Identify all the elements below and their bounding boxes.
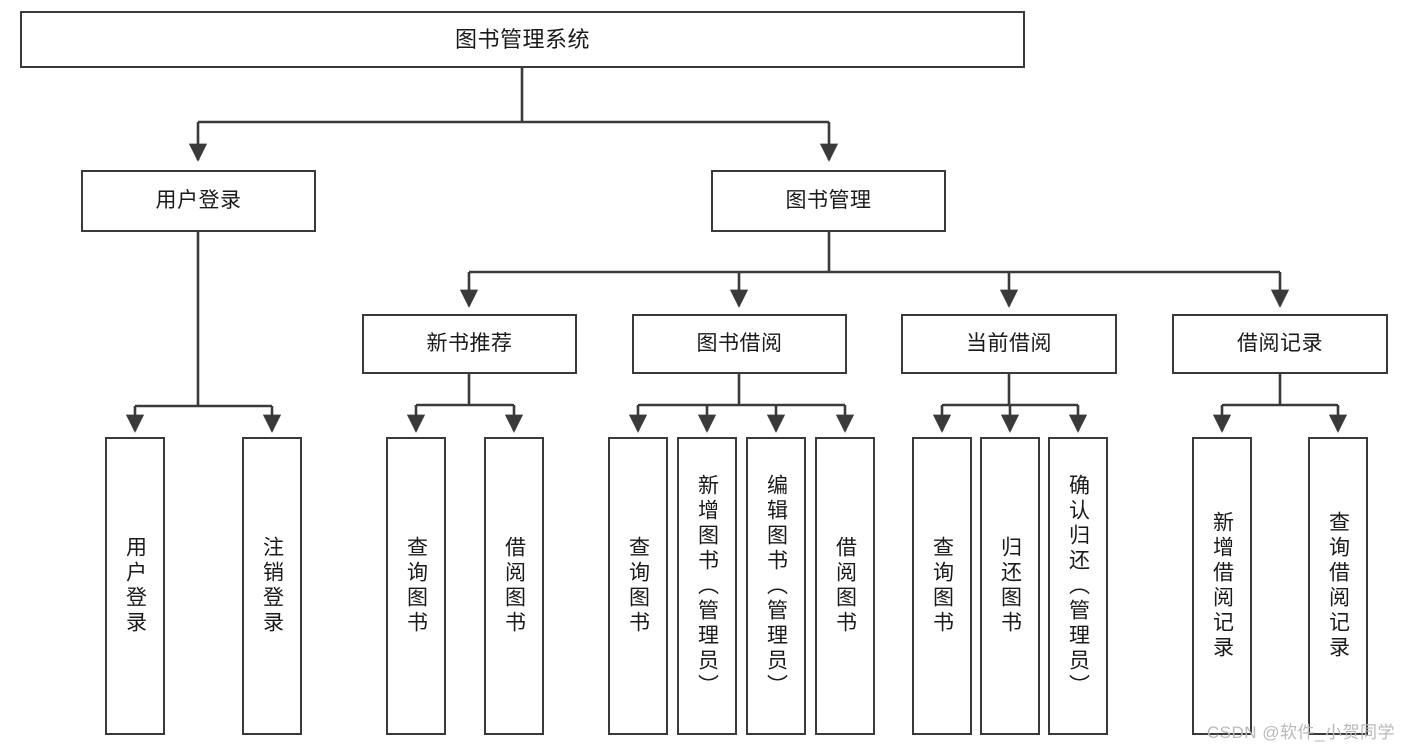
leaf-current-borrow-return-book[interactable]: 归还图书 [980,437,1040,735]
node-root-book-management-system[interactable]: 图书管理系统 [20,11,1025,68]
leaf-book-borrow-add-book-admin[interactable]: 新增图书（管理员） [677,437,737,735]
watermark-text: CSDN @软件_小贺同学 [1206,723,1395,742]
node-label: 归还图书 [998,536,1022,636]
node-borrowing-record[interactable]: 借阅记录 [1172,314,1388,374]
node-label: 用户登录 [123,536,147,636]
leaf-user-login-login[interactable]: 用户登录 [105,437,165,735]
leaf-borrow-record-add-record[interactable]: 新增借阅记录 [1192,437,1252,735]
node-label: 查询借阅记录 [1326,511,1350,661]
node-label: 图书管理系统 [454,26,590,52]
node-book-borrowing[interactable]: 图书借阅 [632,314,847,374]
node-current-borrowing[interactable]: 当前借阅 [901,314,1117,374]
leaf-new-book-borrow-book[interactable]: 借阅图书 [484,437,544,735]
node-label: 借阅图书 [833,536,857,636]
node-label: 查询图书 [404,536,428,636]
node-new-book-recommendation[interactable]: 新书推荐 [362,314,577,374]
leaf-user-login-logout[interactable]: 注销登录 [242,437,302,735]
node-label: 新增借阅记录 [1210,511,1234,661]
leaf-book-borrow-query-book[interactable]: 查询图书 [608,437,668,735]
node-label: 借阅记录 [1237,331,1323,355]
node-user-login[interactable]: 用户登录 [81,170,316,232]
node-label: 注销登录 [260,536,284,636]
node-label: 图书借阅 [696,331,783,355]
node-label: 当前借阅 [966,331,1052,355]
node-label: 确认归还（管理员） [1066,473,1090,699]
node-label: 查询图书 [930,536,954,636]
leaf-book-borrow-borrow-book[interactable]: 借阅图书 [815,437,875,735]
node-book-management[interactable]: 图书管理 [711,170,946,232]
leaf-current-borrow-query-book[interactable]: 查询图书 [912,437,972,735]
leaf-current-borrow-confirm-return-admin[interactable]: 确认归还（管理员） [1048,437,1108,735]
node-label: 新书推荐 [426,331,513,355]
node-label: 图书管理 [785,188,872,212]
node-label: 编辑图书（管理员） [764,473,788,699]
leaf-book-borrow-edit-book-admin[interactable]: 编辑图书（管理员） [746,437,806,735]
leaf-borrow-record-query-record[interactable]: 查询借阅记录 [1308,437,1368,735]
node-label: 借阅图书 [502,536,526,636]
node-label: 查询图书 [626,536,650,636]
node-label: 用户登录 [155,188,242,212]
node-label: 新增图书（管理员） [695,473,719,699]
leaf-new-book-query-book[interactable]: 查询图书 [386,437,446,735]
